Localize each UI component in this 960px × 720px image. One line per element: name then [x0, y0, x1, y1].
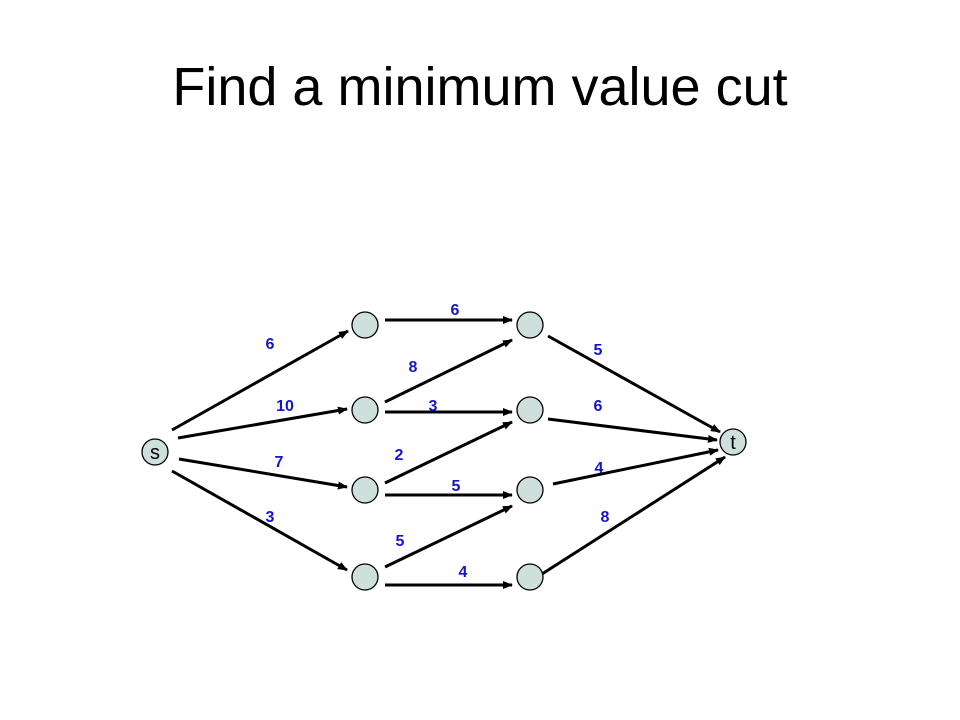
node-b2: [516, 396, 544, 424]
node-label-s: s: [150, 442, 160, 464]
capacity-label-a3-b3: 5: [452, 478, 461, 495]
capacity-label-a2-b2: 3: [429, 398, 438, 415]
edge-s-a2: [177, 406, 348, 440]
edge-s-a4: [171, 469, 348, 572]
node-b4: [516, 563, 544, 591]
capacity-label-b4-t: 8: [601, 509, 610, 526]
capacity-label-b3-t: 4: [595, 460, 604, 477]
page-title: Find a minimum value cut: [172, 57, 788, 117]
node-b3: [516, 476, 544, 504]
capacity-label-s-a1: 6: [266, 336, 275, 353]
capacity-label-a4-b3: 5: [396, 533, 405, 550]
node-a3: [351, 476, 379, 504]
capacity-label-a3-b2: 2: [395, 447, 404, 464]
capacity-labels-layer: 6 10 7 3 6 8 3 2 5 5 4 5 6 4 8: [266, 302, 610, 581]
node-t: [719, 428, 747, 456]
capacity-label-a4-b4: 4: [459, 564, 468, 581]
edge-b3-t: [552, 447, 719, 486]
node-a4: [351, 563, 379, 591]
capacity-label-s-a3: 7: [275, 454, 284, 471]
node-a2: [351, 396, 379, 424]
edges-layer: [171, 316, 726, 589]
edge-b2-t: [547, 417, 718, 443]
capacity-label-s-a2: 10: [276, 398, 294, 415]
edge-a4-b3: [384, 504, 513, 569]
node-s: [141, 438, 169, 466]
node-a1: [351, 311, 379, 339]
capacity-label-a2-b1: 8: [409, 359, 418, 376]
edge-a3-b2: [384, 420, 513, 485]
capacity-label-s-a4: 3: [266, 509, 275, 526]
capacity-label-b2-t: 6: [594, 398, 603, 415]
capacity-label-b1-t: 5: [594, 342, 603, 359]
edge-b4-t: [541, 455, 726, 576]
node-b1: [516, 311, 544, 339]
edge-b1-t: [547, 334, 721, 434]
capacity-label-a1-b1: 6: [451, 302, 460, 319]
node-label-t: t: [730, 432, 736, 454]
edge-s-a3: [178, 457, 348, 490]
edge-a2-b1: [384, 338, 513, 404]
edge-s-a1: [171, 329, 349, 432]
